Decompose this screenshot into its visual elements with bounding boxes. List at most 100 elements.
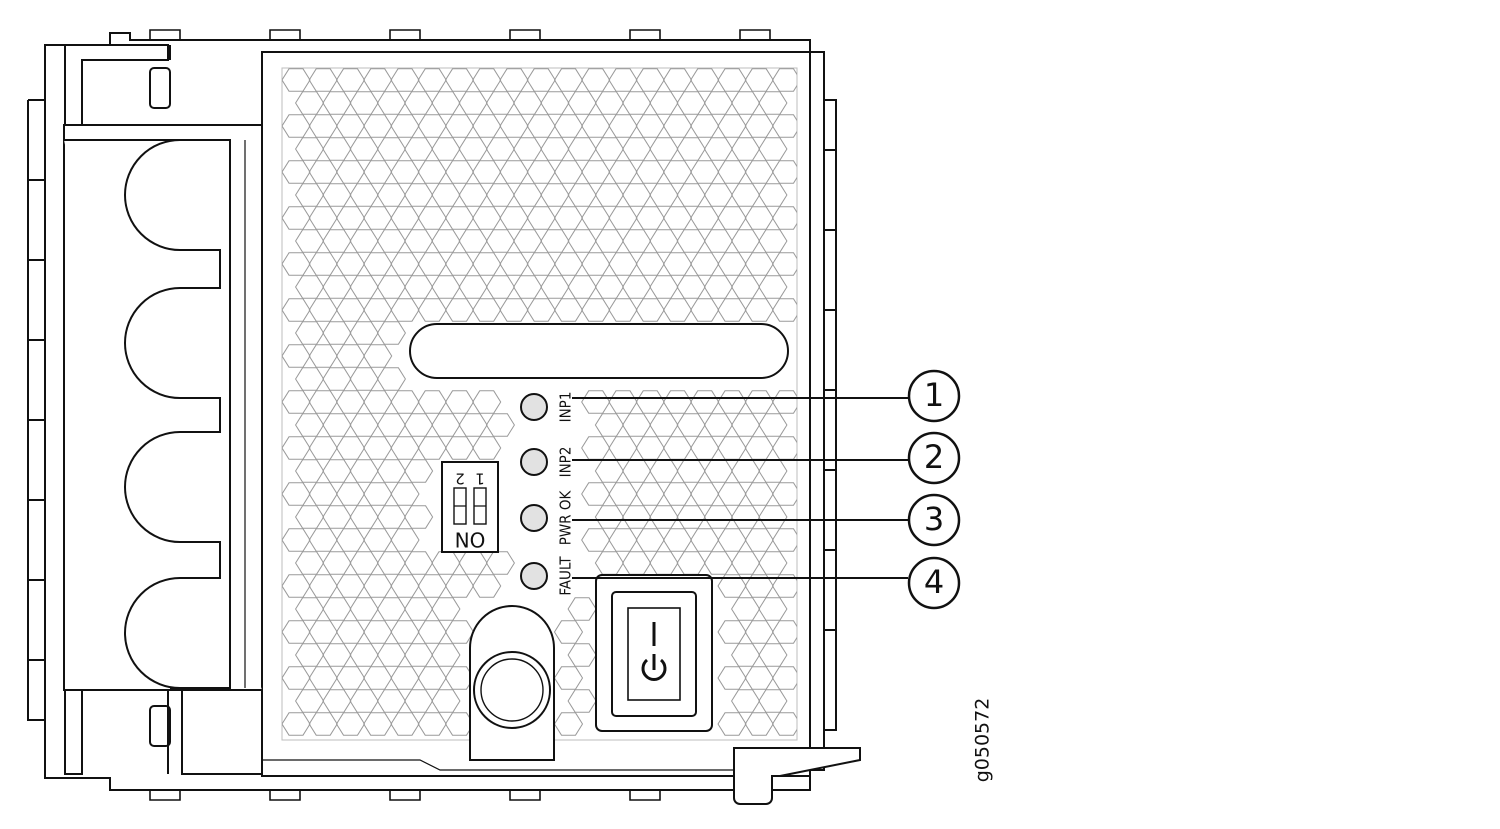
power-switch[interactable] xyxy=(595,574,713,732)
vent-hex xyxy=(690,390,720,414)
vent-hex xyxy=(553,252,584,276)
vent-hex xyxy=(758,275,788,299)
vent-hex xyxy=(472,574,502,598)
vent-hex xyxy=(295,137,325,161)
vent-hex xyxy=(363,68,393,92)
vent-hex xyxy=(676,229,706,253)
vent-hex xyxy=(417,712,447,736)
vent-hex xyxy=(567,275,597,299)
dip-switch-on-label: ON xyxy=(455,528,486,552)
vent-hex xyxy=(322,321,352,345)
vent-hex xyxy=(322,643,352,667)
vent-hex xyxy=(526,298,556,322)
vent-hex xyxy=(485,413,515,437)
vent-hex xyxy=(295,505,325,529)
vent-hex xyxy=(363,436,393,460)
vent-hex xyxy=(758,229,788,253)
vent-hex xyxy=(376,689,406,713)
vent-hex xyxy=(308,666,338,690)
vent-hex xyxy=(335,206,366,230)
vent-hex xyxy=(376,459,406,483)
vent-hex xyxy=(690,436,720,460)
vent-hex xyxy=(717,620,747,644)
vent-hex xyxy=(458,91,488,115)
handle-bar xyxy=(409,323,789,379)
vent-hex xyxy=(322,689,352,713)
vent-hex xyxy=(444,68,475,92)
vent-hex xyxy=(553,160,584,184)
vent-hex xyxy=(581,528,611,552)
vent-hex xyxy=(581,436,611,460)
vent-hex xyxy=(526,252,556,276)
vent-hex xyxy=(390,68,420,92)
vent-hex xyxy=(635,528,665,552)
vent-hex xyxy=(608,298,638,322)
vent-hex xyxy=(404,137,434,161)
vent-hex xyxy=(622,275,652,299)
vent-hex xyxy=(676,413,706,437)
callout-3: 3 xyxy=(907,493,961,547)
chassis xyxy=(27,32,837,791)
vent-hex xyxy=(363,574,393,598)
svg-text:3: 3 xyxy=(924,500,944,538)
vent-hex xyxy=(717,114,747,138)
vent-hex xyxy=(417,206,447,230)
vent-hex xyxy=(349,643,379,667)
vent-hex xyxy=(649,413,679,437)
vent-hex xyxy=(771,528,797,552)
vent-hex xyxy=(308,160,338,184)
vent-hex xyxy=(744,620,774,644)
vent-hex xyxy=(594,275,624,299)
vent-hex xyxy=(376,597,406,621)
vent-hex xyxy=(431,137,461,161)
vent-hex xyxy=(335,712,366,736)
dip-switch-2-label: 2 xyxy=(455,470,465,488)
vent-hex xyxy=(390,436,420,460)
led-inp2-label: INP2 xyxy=(557,447,575,478)
vent-hex xyxy=(349,275,379,299)
vent-hex xyxy=(744,298,774,322)
vent-hex xyxy=(567,137,597,161)
vent-hex xyxy=(513,275,543,299)
vent-hex xyxy=(758,183,788,207)
vent-hex xyxy=(731,551,761,575)
vent-hex xyxy=(690,298,720,322)
vent-hex xyxy=(567,91,597,115)
vent-hex xyxy=(662,482,693,506)
vent-hex xyxy=(349,505,379,529)
led-fault-label: FAULT xyxy=(557,556,575,596)
vent-hex xyxy=(649,137,679,161)
vent-hex xyxy=(731,459,761,483)
vent-hex xyxy=(635,436,665,460)
vent-hex xyxy=(608,160,638,184)
vent-hex xyxy=(662,68,693,92)
vent-hex xyxy=(540,91,570,115)
vent-hex xyxy=(744,712,774,736)
vent-hex xyxy=(608,390,638,414)
vent-hex xyxy=(390,666,420,690)
vent-hex xyxy=(581,390,611,414)
vent-hex xyxy=(485,137,515,161)
vent-hex xyxy=(322,597,352,621)
vent-hex xyxy=(690,68,720,92)
vent-hex xyxy=(649,505,679,529)
vent-hex xyxy=(431,229,461,253)
vent-hex xyxy=(513,91,543,115)
vent-hex xyxy=(526,206,556,230)
vent-hex xyxy=(472,68,502,92)
vent-hex xyxy=(771,68,797,92)
vent-hex xyxy=(444,298,475,322)
vent-hex xyxy=(676,91,706,115)
vent-hex xyxy=(717,666,747,690)
callout-4: 4 xyxy=(907,556,961,610)
vent-hex xyxy=(335,114,366,138)
vent-hex xyxy=(322,367,352,391)
vent-hex xyxy=(295,413,325,437)
vent-hex xyxy=(485,551,515,575)
vent-hex xyxy=(622,505,652,529)
vent-hex xyxy=(444,114,475,138)
vent-hex xyxy=(703,183,733,207)
vent-hex xyxy=(308,620,338,644)
vent-hex xyxy=(758,91,788,115)
vent-hex xyxy=(390,114,420,138)
